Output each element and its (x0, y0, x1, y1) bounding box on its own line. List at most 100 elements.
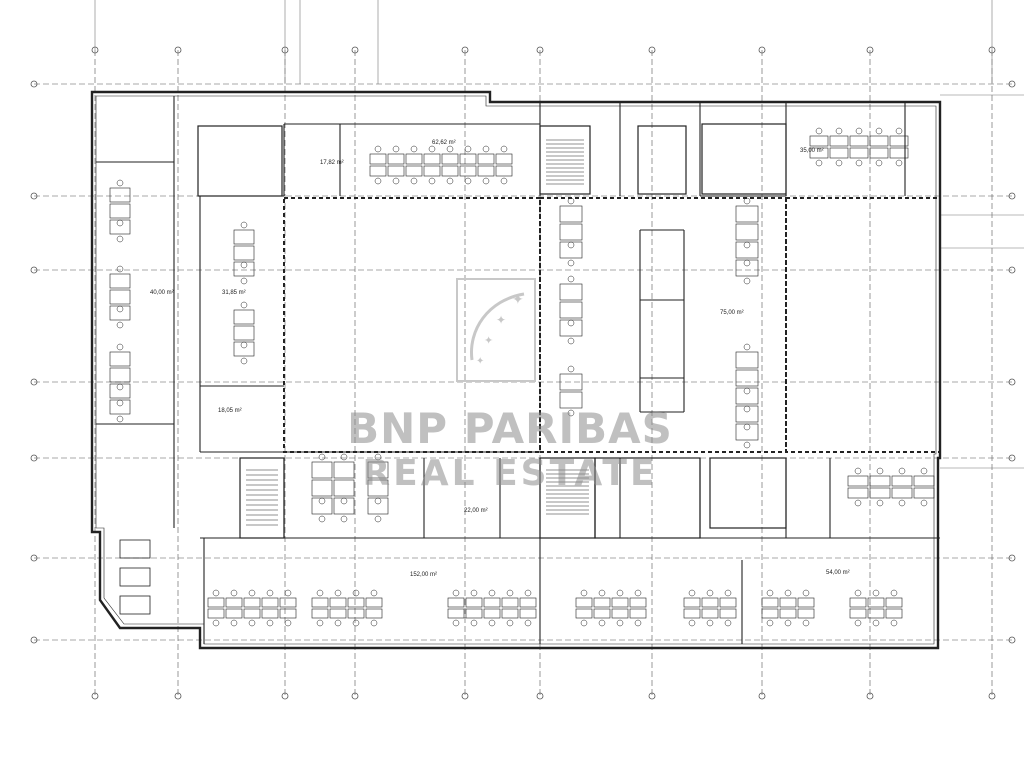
chair (743, 423, 751, 431)
room-area-label: 54,00 m² (826, 570, 850, 576)
core-block (701, 123, 787, 195)
desk (559, 205, 583, 223)
desk (885, 608, 903, 619)
desk (109, 273, 131, 289)
desk (311, 461, 333, 479)
desk (735, 405, 759, 423)
chair (890, 589, 898, 597)
grid-bubble (1008, 636, 1016, 644)
chair (567, 337, 575, 345)
chair (580, 589, 588, 597)
desk (447, 597, 465, 608)
grid-bubble (281, 692, 289, 700)
desk (735, 259, 759, 277)
desk (611, 608, 629, 619)
desk (593, 597, 611, 608)
desk (575, 608, 593, 619)
chair (598, 589, 606, 597)
desk (441, 165, 459, 177)
parking-slot (119, 539, 151, 559)
chair (374, 497, 382, 505)
chair (116, 305, 124, 313)
chair (116, 235, 124, 243)
chair (567, 365, 575, 373)
chair (316, 589, 324, 597)
desk (367, 461, 389, 479)
grid-bubble (30, 454, 38, 462)
desk (797, 608, 815, 619)
desk (559, 283, 583, 301)
chair (898, 467, 906, 475)
chair (875, 127, 883, 135)
grid-bubble (91, 692, 99, 700)
chair (392, 145, 400, 153)
room-area-label: 62,62 m² (432, 140, 456, 146)
desk (233, 325, 255, 341)
desk (829, 135, 849, 147)
room-area-label: 152,00 m² (410, 572, 438, 578)
chair (872, 619, 880, 627)
chair (784, 619, 792, 627)
grid-bubble (988, 692, 996, 700)
desk (109, 305, 131, 321)
grid-bubble (30, 192, 38, 200)
chair (116, 179, 124, 187)
chair (898, 499, 906, 507)
desk (109, 351, 131, 367)
chair (428, 177, 436, 185)
chair (854, 619, 862, 627)
chair (116, 321, 124, 329)
desk (233, 229, 255, 245)
chair (248, 589, 256, 597)
grid-bubble (648, 46, 656, 54)
grid-bubble (1008, 554, 1016, 562)
desk (465, 597, 483, 608)
desk (495, 165, 513, 177)
desk (501, 608, 519, 619)
grid-bubble (30, 80, 38, 88)
desk (847, 475, 869, 487)
chair (506, 589, 514, 597)
desk (559, 223, 583, 241)
room-area-label: 31,85 m² (222, 290, 246, 296)
grid-bubble (536, 692, 544, 700)
desk (593, 608, 611, 619)
chair (854, 499, 862, 507)
desk (761, 597, 779, 608)
core-block (539, 125, 591, 195)
chair (318, 453, 326, 461)
chair (116, 399, 124, 407)
desk (735, 223, 759, 241)
chair (410, 177, 418, 185)
chair (452, 589, 460, 597)
chair (724, 589, 732, 597)
chair (743, 405, 751, 413)
room-area-label: 40,00 m² (150, 290, 174, 296)
chair (212, 589, 220, 597)
desk (829, 147, 849, 159)
chair (248, 619, 256, 627)
desk (423, 165, 441, 177)
chair (875, 159, 883, 167)
chair (428, 145, 436, 153)
desk (367, 479, 389, 497)
desk (311, 479, 333, 497)
desk (233, 245, 255, 261)
chair (284, 589, 292, 597)
chair (240, 221, 248, 229)
chair (446, 145, 454, 153)
desk (447, 608, 465, 619)
chair (706, 589, 714, 597)
chair (876, 467, 884, 475)
chair (802, 589, 810, 597)
svg-text:✦: ✦ (476, 356, 484, 367)
grid-bubble (30, 378, 38, 386)
desk (225, 608, 243, 619)
chair (815, 127, 823, 135)
desk (889, 147, 909, 159)
room-area-label: 17,82 m² (320, 160, 344, 166)
chair (920, 467, 928, 475)
chair (212, 619, 220, 627)
chair (634, 589, 642, 597)
desk (347, 597, 365, 608)
